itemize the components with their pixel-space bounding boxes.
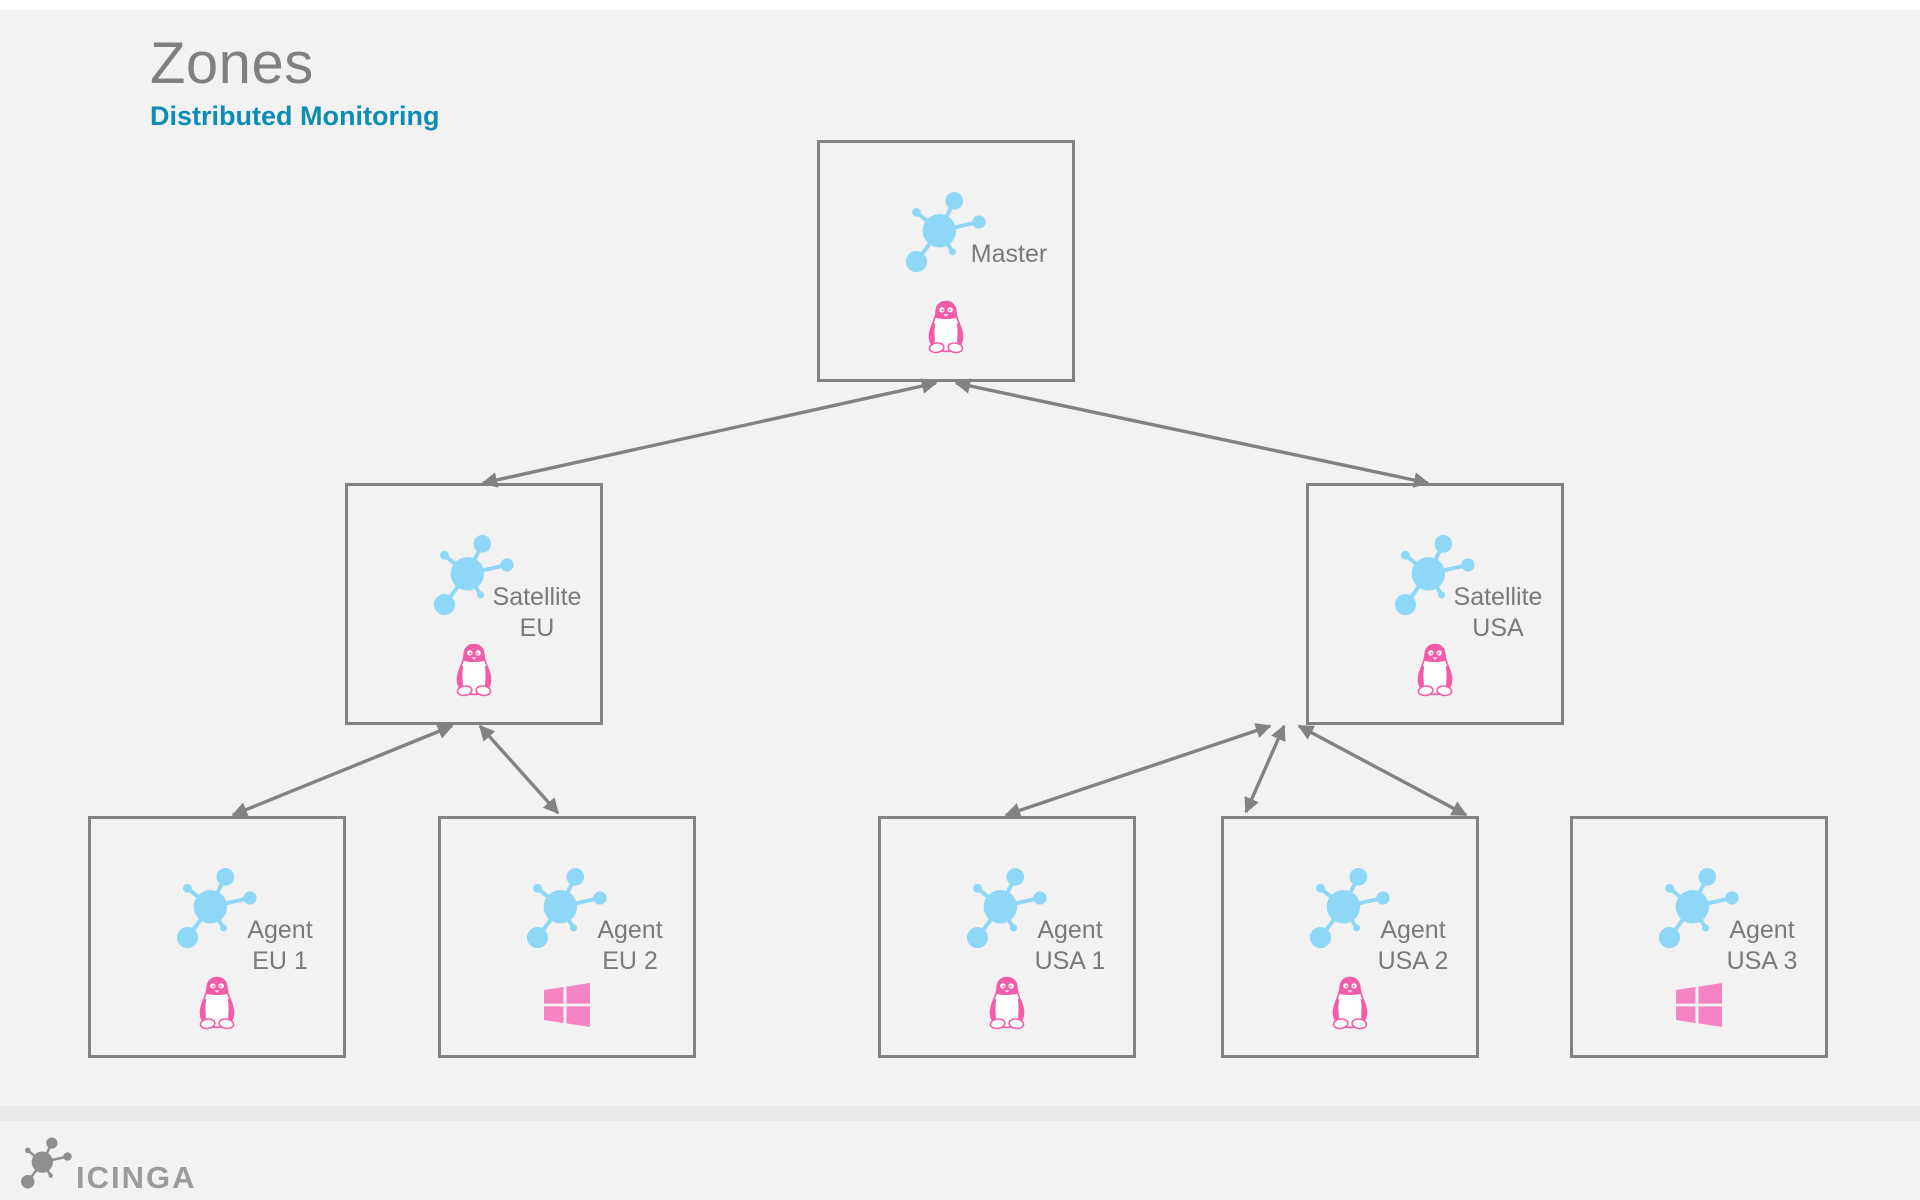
windows-logo-icon [1676,983,1722,1027]
node-agent-usa-2: Agent USA 2 [1221,816,1479,1058]
node-label: Agent USA 1 [1005,915,1135,977]
node-label-line1: Agent [597,916,663,944]
windows-logo-icon [544,983,590,1027]
node-label: Agent USA 2 [1348,915,1478,977]
node-label: Agent EU 1 [215,915,345,977]
slide-header: Zones Distributed Monitoring [150,34,439,132]
edge-satellite-usa-agent-usa-1 [1004,723,1272,818]
tux-linux-icon [455,643,493,698]
node-label-line2: EU 2 [602,947,658,975]
node-agent-eu-1: Agent EU 1 [88,816,346,1058]
page-subtitle: Distributed Monitoring [150,101,440,131]
edge-master-satellite-eu [481,378,938,488]
node-label: Satellite USA [1433,582,1563,644]
tux-linux-icon [1416,643,1454,698]
node-agent-usa-1: Agent USA 1 [878,816,1136,1058]
node-label: Agent EU 2 [565,915,695,977]
node-label-line2: USA 1 [1034,947,1106,975]
footer-separator [0,1106,1920,1121]
brand-wordmark: ICINGA [76,1160,197,1195]
tux-linux-icon [1331,976,1369,1031]
node-label-line2: USA [1472,614,1524,642]
node-agent-usa-3: Agent USA 3 [1570,816,1828,1058]
node-label: Satellite EU [472,582,602,644]
page-title: Zones [150,31,314,96]
edge-master-satellite-usa [954,378,1430,488]
node-label-line2: EU 1 [252,947,308,975]
node-label-line2: USA 3 [1726,947,1798,975]
edge-satellite-usa-agent-usa-2 [1244,724,1286,814]
tux-linux-icon [198,976,236,1031]
node-label-line1: Agent [1380,916,1446,944]
edge-satellite-eu-agent-eu-2 [478,724,560,815]
node-label-line2: USA 2 [1377,947,1449,975]
icinga-logo-icon [19,1136,72,1190]
top-white-strip [0,0,1920,10]
node-label-line1: Agent [1037,916,1103,944]
node-label-line1: Agent [247,916,313,944]
edge-satellite-eu-agent-eu-1 [231,724,454,817]
node-satellite-eu: Satellite EU [345,483,603,725]
node-agent-eu-2: Agent EU 2 [438,816,696,1058]
tux-linux-icon [988,976,1026,1031]
node-label-line1: Satellite [1453,583,1543,611]
node-label-line1: Agent [1729,916,1795,944]
node-master: Master [817,140,1075,382]
node-label: Master [944,239,1074,270]
node-satellite-usa: Satellite USA [1306,483,1564,725]
edge-satellite-usa-agent-usa-3 [1297,724,1468,817]
node-label-line2: EU [519,614,555,642]
node-label-line1: Satellite [492,583,582,611]
tux-linux-icon [927,300,965,355]
node-label-line1: Master [970,240,1048,268]
node-label: Agent USA 3 [1697,915,1827,977]
